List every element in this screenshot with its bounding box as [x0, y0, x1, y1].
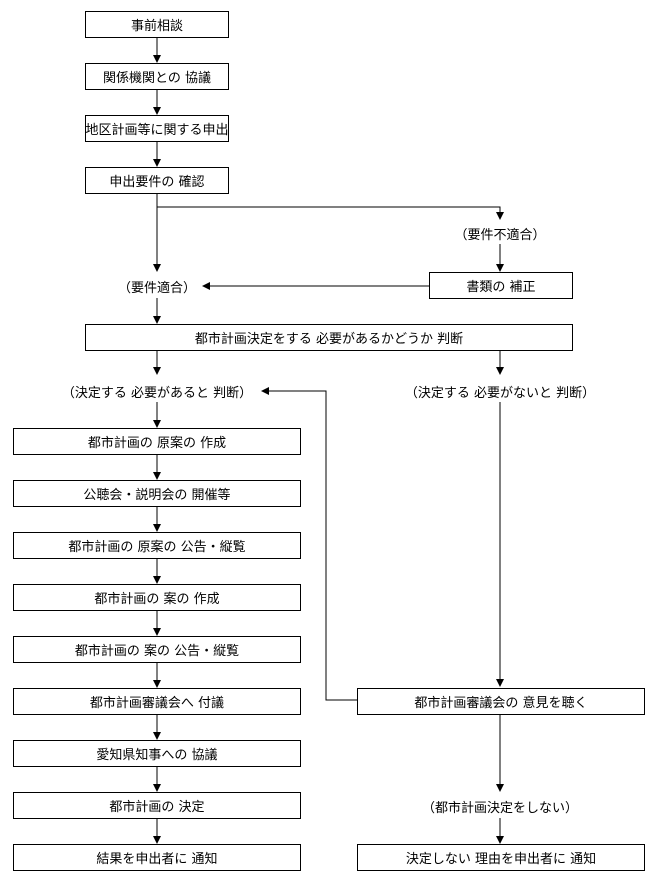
step-notify-reason: 決定しない 理由を申出者に 通知: [357, 844, 645, 871]
step-necessity-judgment: 都市計画決定をする 必要があるかどうか 判断: [85, 324, 573, 351]
label-requirements-met: （要件適合）: [117, 281, 197, 296]
branch-line-right: [157, 206, 504, 220]
step-draft-public-notice: 都市計画の 原案の 公告・縦覧: [13, 532, 301, 559]
step-governor-consultation: 愛知県知事への 協議: [13, 740, 301, 767]
step-prior-consultation: 事前相談: [85, 11, 229, 38]
label-requirements-not-met: （要件不適合）: [454, 228, 546, 243]
return-line: [261, 387, 357, 701]
step-council-referral: 都市計画審議会へ 付議: [13, 688, 301, 715]
label-decision-needed: （決定する 必要があると 判断）: [61, 386, 253, 401]
step-application: 地区計画等に関する申出: [85, 115, 229, 142]
step-plan-public-notice: 都市計画の 案の 公告・縦覧: [13, 636, 301, 663]
label-no-decision: （都市計画決定をしない）: [421, 801, 579, 816]
label-decision-not-needed: （決定する 必要がないと 判断）: [404, 386, 596, 401]
step-agency-consultation: 関係機関との 協議: [85, 63, 229, 90]
step-plan-creation: 都市計画の 案の 作成: [13, 584, 301, 611]
step-notify-result: 結果を申出者に 通知: [13, 844, 301, 871]
step-council-opinion: 都市計画審議会の 意見を聴く: [357, 688, 645, 715]
step-requirement-check: 申出要件の 確認: [85, 167, 229, 194]
step-public-hearing: 公聴会・説明会の 開催等: [13, 480, 301, 507]
step-document-correction: 書類の 補正: [429, 272, 573, 299]
step-plan-decision: 都市計画の 決定: [13, 792, 301, 819]
step-draft-creation: 都市計画の 原案の 作成: [13, 428, 301, 455]
